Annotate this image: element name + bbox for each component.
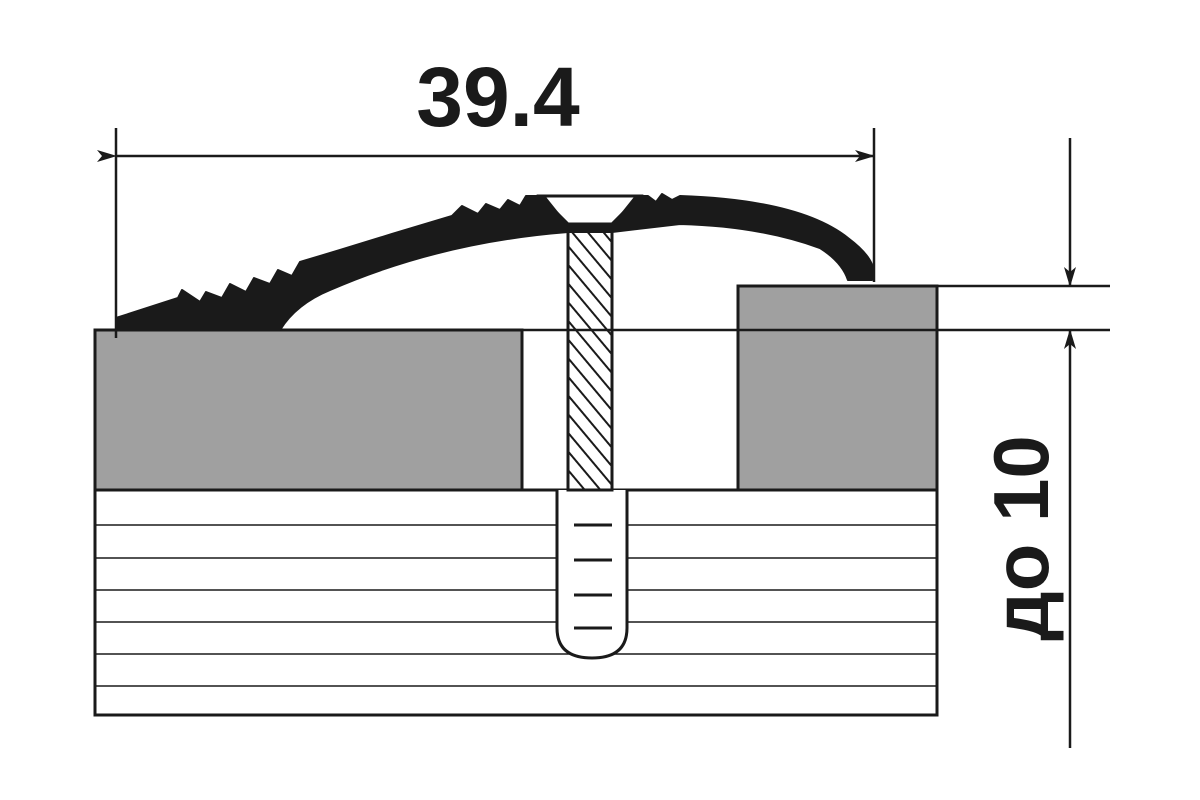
width-dimension: 39.4 <box>97 50 876 338</box>
left-floor-covering <box>93 328 524 492</box>
subfloor-base <box>93 488 939 717</box>
height-label: до 10 <box>977 435 1065 641</box>
height-dimension: до 10 <box>522 138 1110 748</box>
threshold-profile <box>115 193 875 331</box>
screw-shaft <box>566 220 614 492</box>
right-floor-covering <box>736 284 939 492</box>
width-label: 39.4 <box>416 50 580 144</box>
wall-plug-dowel <box>555 490 629 660</box>
